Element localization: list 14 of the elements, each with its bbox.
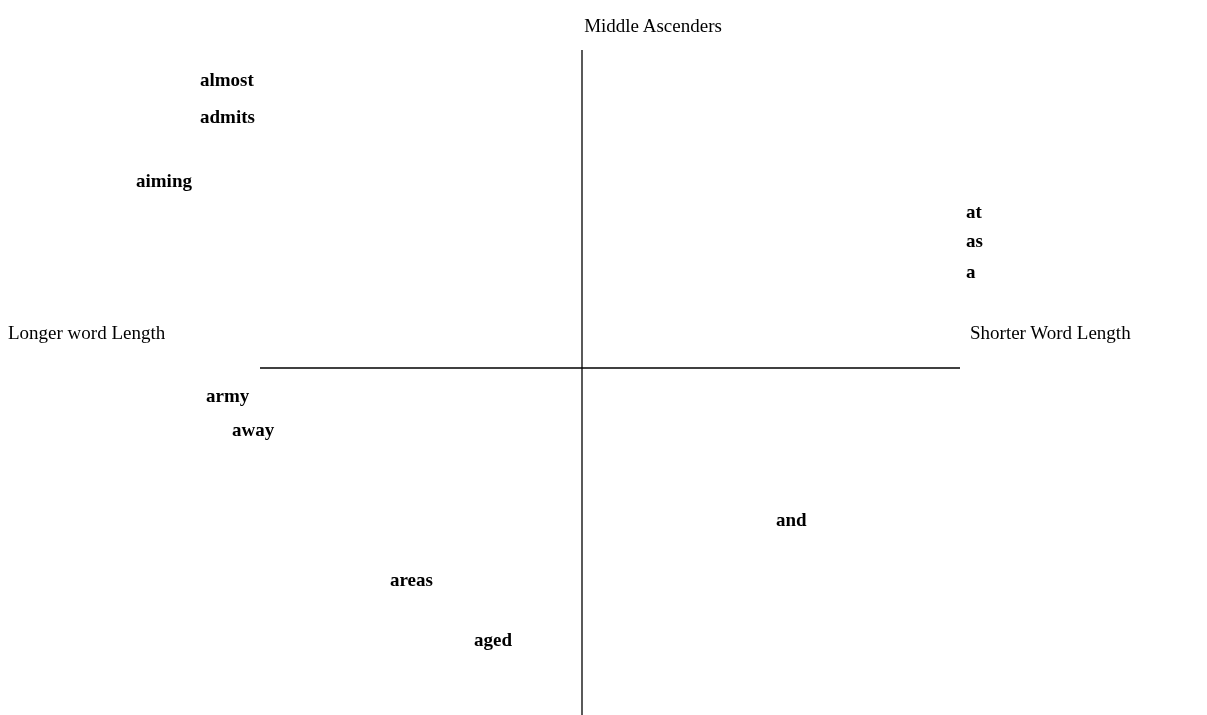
word-label: a: [966, 261, 976, 283]
word-label: army: [206, 385, 250, 407]
word-label: away: [232, 419, 275, 441]
word-label: at: [966, 201, 982, 223]
word-label: aged: [474, 629, 512, 651]
word-label: admits: [200, 106, 255, 128]
word-label: and: [776, 509, 807, 531]
axis-label: Longer word Length: [8, 322, 166, 344]
axis-label: Shorter Word Length: [970, 322, 1131, 344]
word-label: as: [966, 230, 983, 252]
word-label: almost: [200, 69, 254, 91]
word-label: aiming: [136, 170, 192, 192]
word-label: areas: [390, 569, 433, 591]
axis-label: Middle Ascenders: [584, 15, 722, 37]
